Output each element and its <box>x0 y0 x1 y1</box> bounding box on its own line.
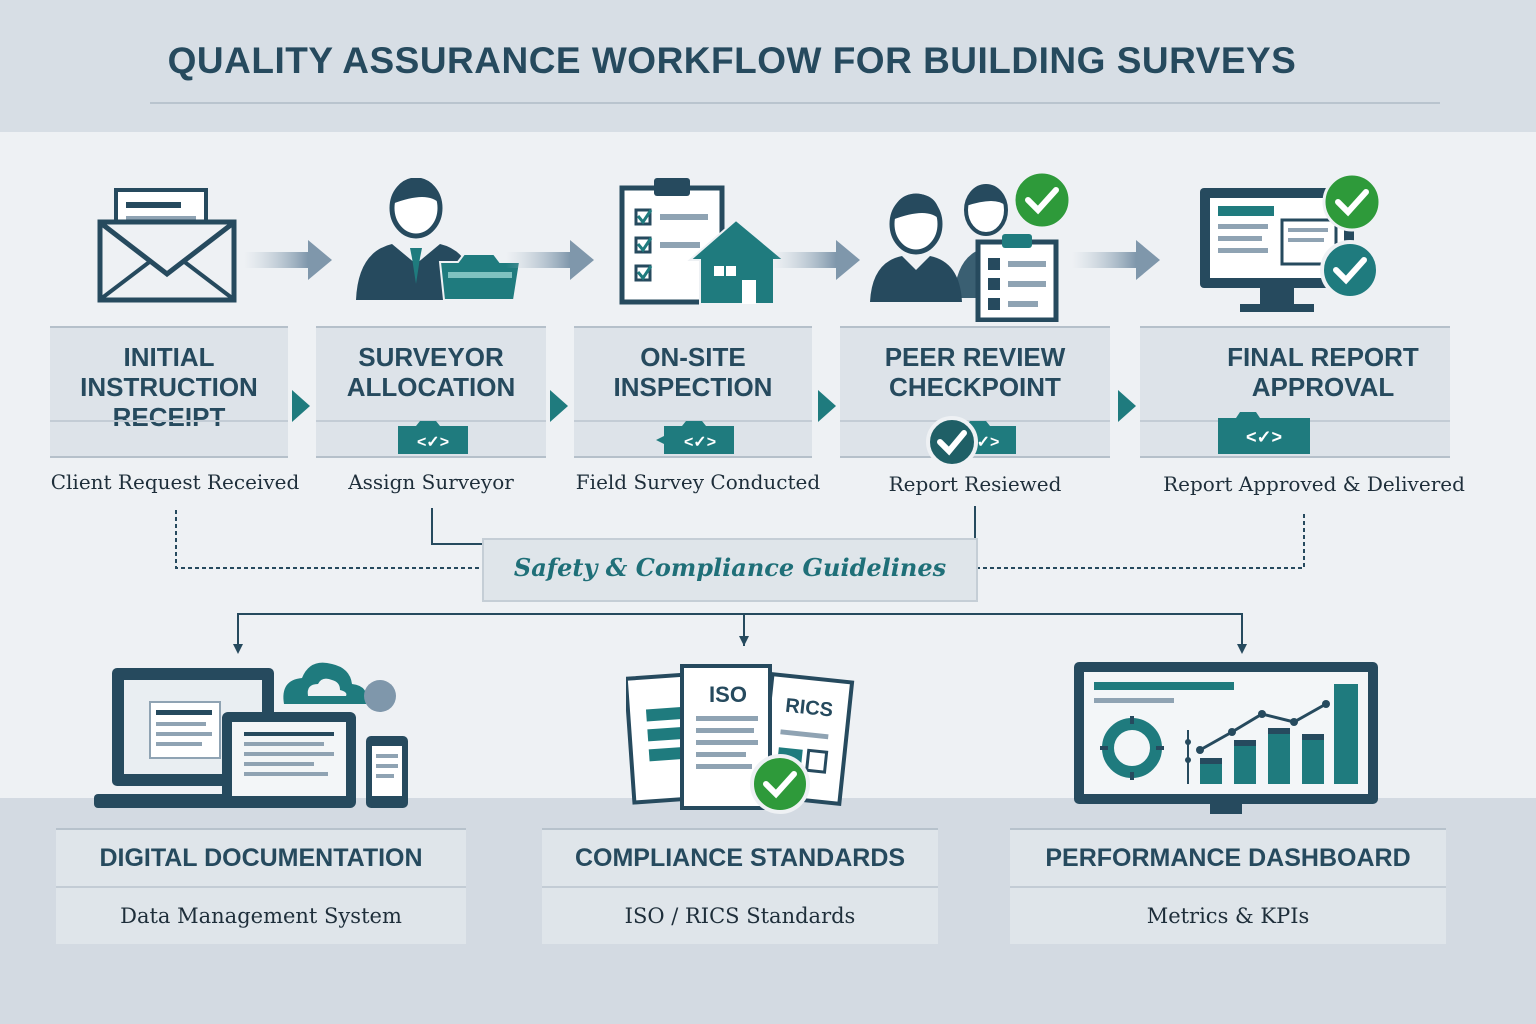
title-divider <box>150 102 1440 104</box>
card-subtitle: ISO / RICS Standards <box>624 904 856 928</box>
iso-label: ISO <box>709 682 747 707</box>
page-title: QUALITY ASSURANCE WORKFLOW FOR BUILDING … <box>167 40 1297 81</box>
stage-subtitle: Report Resiewed <box>888 472 1062 496</box>
envelope-icon <box>97 188 237 303</box>
svg-text:<✓>: <✓> <box>1246 427 1282 447</box>
stage-title: FINAL REPORT APPROVAL <box>1227 342 1419 402</box>
rics-label: RICS <box>784 695 834 722</box>
arrow-right-icon <box>1072 240 1160 280</box>
stage-divider <box>50 420 288 422</box>
stage-subtitle: Assign Surveyor <box>348 470 514 494</box>
arrow-right-icon <box>506 240 594 280</box>
folder-icon: <✓> <box>1218 412 1310 454</box>
svg-text:<✓>: <✓> <box>684 434 716 451</box>
surveyor-icon <box>356 178 522 301</box>
folder-icon: <✓> <box>398 421 468 454</box>
stage-title: INITIAL INSTRUCTION RECEIPT <box>80 342 258 432</box>
stage-subtitle: Field Survey Conducted <box>575 470 821 494</box>
clipboard-house-icon <box>619 178 786 305</box>
svg-text:✓>: ✓> <box>977 434 1000 451</box>
stage-initial-instruction: INITIAL INSTRUCTION RECEIPT <box>50 326 288 458</box>
arrow-right-icon <box>244 240 332 280</box>
card-title: COMPLIANCE STANDARDS <box>574 844 906 872</box>
stage-surveyor-allocation: SURVEYOR ALLOCATION <box>316 326 546 458</box>
stage-subtitle: Report Approved & Delivered <box>1163 472 1465 496</box>
flow-arrow-icon <box>292 390 310 422</box>
arrow-right-icon <box>772 240 860 280</box>
dashboard-monitor-icon <box>1074 662 1378 814</box>
header-band <box>0 0 1536 132</box>
monitor-approval-icon <box>1200 172 1382 312</box>
guidelines-label: Safety & Compliance Guidelines <box>513 553 947 582</box>
folder-icon: <✓> <box>656 421 734 454</box>
stage-title: SURVEYOR ALLOCATION <box>346 342 516 402</box>
peer-review-icon <box>870 170 1072 322</box>
card-divider <box>542 886 938 888</box>
flow-arrow-icon <box>818 390 836 422</box>
flow-arrow-icon <box>550 390 568 422</box>
standards-documents-icon: RICS ISO <box>626 664 855 814</box>
guidelines-banner: Safety & Compliance Guidelines <box>482 538 978 602</box>
card-title: PERFORMANCE DASHBOARD <box>1045 844 1411 872</box>
card-subtitle: Data Management System <box>120 904 402 928</box>
card-subtitle: Metrics & KPIs <box>1146 904 1310 928</box>
card-divider <box>1010 886 1446 888</box>
digital-documentation-card: DIGITAL DOCUMENTATION Data Management Sy… <box>56 828 466 944</box>
performance-dashboard-card: PERFORMANCE DASHBOARD Metrics & KPIs <box>1010 828 1446 944</box>
flow-arrow-icon <box>1118 390 1136 422</box>
card-divider <box>56 886 466 888</box>
stage-title: ON-SITE INSPECTION <box>613 342 773 402</box>
stage-subtitle: Client Request Received <box>50 470 300 494</box>
compliance-standards-card: COMPLIANCE STANDARDS ISO / RICS Standard… <box>542 828 938 944</box>
svg-text:<✓>: <✓> <box>417 434 449 451</box>
stage-title: PEER REVIEW CHECKPOINT <box>884 342 1066 402</box>
folder-check-icon: ✓> <box>926 416 1016 468</box>
card-title: DIGITAL DOCUMENTATION <box>99 844 423 872</box>
stage-final-approval: FINAL REPORT APPROVAL <box>1140 326 1450 458</box>
devices-cloud-icon <box>94 662 408 808</box>
